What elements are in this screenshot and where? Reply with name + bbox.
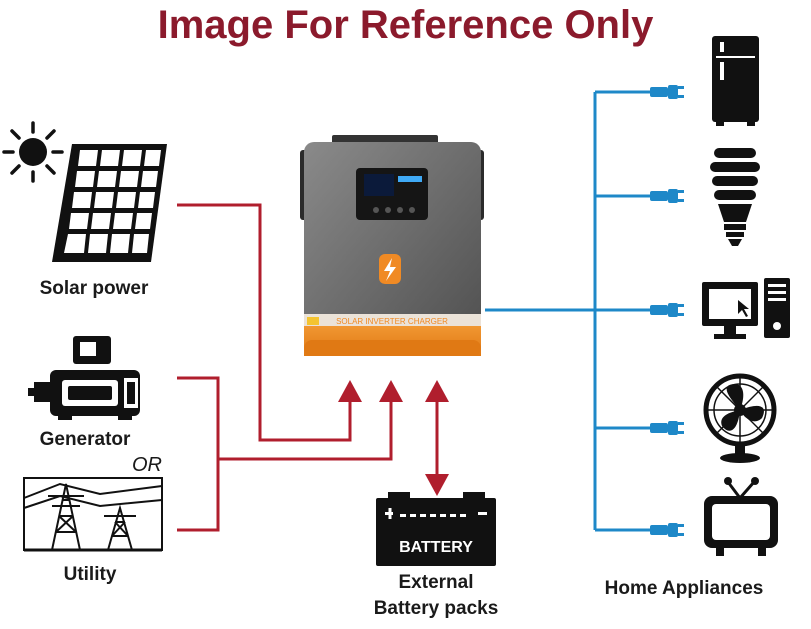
solar-power-label: Solar power bbox=[39, 278, 149, 299]
battery-arrow-head-down bbox=[425, 474, 449, 496]
battery-label-line2: Battery packs bbox=[373, 598, 499, 619]
plug-icon bbox=[650, 189, 684, 203]
inverter-label: SOLAR INVERTER CHARGER bbox=[336, 317, 448, 326]
television-icon bbox=[704, 477, 778, 556]
input-arrows bbox=[338, 380, 449, 496]
plug-icon bbox=[650, 523, 684, 537]
light-bulb-icon bbox=[710, 148, 760, 246]
generator-connection-line bbox=[177, 376, 393, 461]
utility-label: Utility bbox=[63, 564, 117, 585]
refrigerator-icon bbox=[712, 36, 759, 126]
solar-connection-line bbox=[177, 203, 352, 442]
generator-arrow-head bbox=[379, 380, 403, 402]
input-lines bbox=[177, 203, 393, 532]
battery-icon bbox=[376, 492, 496, 566]
lightning-icon bbox=[384, 258, 396, 281]
solar-panel-icon bbox=[52, 144, 167, 262]
utility-tower-icon bbox=[23, 477, 163, 552]
utility-connection-line bbox=[177, 459, 220, 532]
output-lines bbox=[485, 90, 650, 532]
plug-icon bbox=[650, 421, 684, 435]
battery-icon-text: BATTERY bbox=[399, 539, 473, 556]
plug-icons bbox=[650, 85, 684, 537]
generator-icon bbox=[28, 336, 140, 420]
battery-arrow-head-up bbox=[425, 380, 449, 402]
page-title: Image For Reference Only bbox=[157, 3, 654, 47]
inverter-device bbox=[300, 135, 484, 356]
solar-arrow-head bbox=[338, 380, 362, 402]
generator-label: Generator bbox=[39, 429, 131, 450]
computer-icon bbox=[702, 278, 790, 339]
battery-label-line1: External bbox=[398, 572, 474, 593]
plug-icon bbox=[650, 85, 684, 99]
plug-icon bbox=[650, 303, 684, 317]
fan-icon bbox=[703, 373, 777, 463]
home-appliances-label: Home Appliances bbox=[604, 578, 764, 599]
sun-icon bbox=[2, 121, 64, 183]
or-label: OR bbox=[132, 454, 162, 476]
